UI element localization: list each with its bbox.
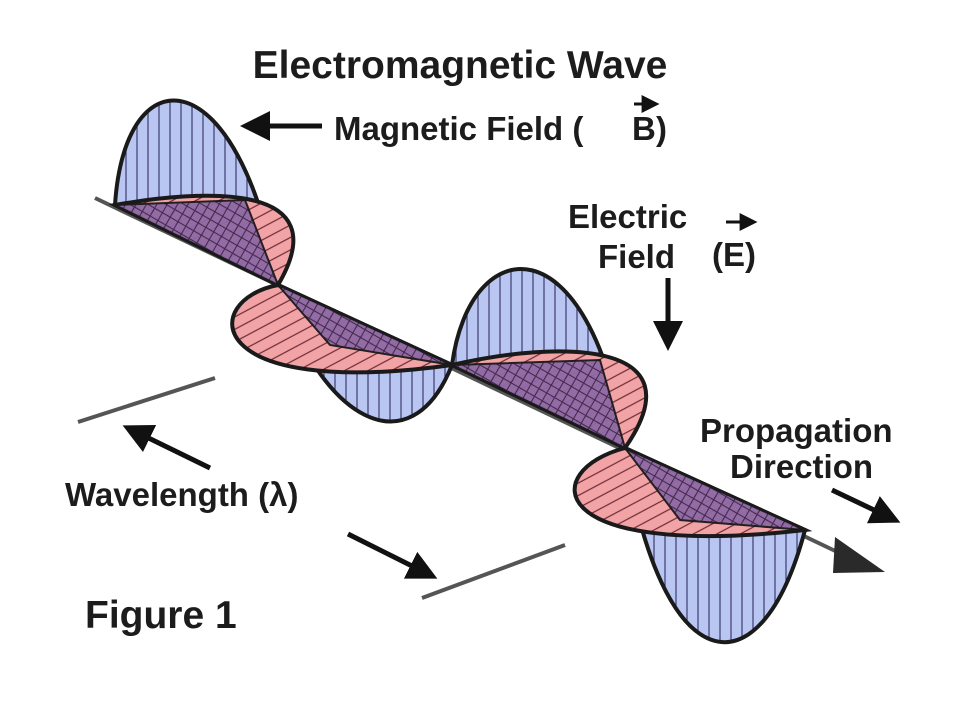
magnetic-field-close-paren: )	[656, 110, 667, 147]
diagram-title: Electromagnetic Wave	[253, 44, 668, 87]
wavelength-label: Wavelength (λ)	[65, 476, 298, 513]
arrow-up-left-icon	[122, 425, 212, 471]
propagation-arrowhead-icon	[833, 537, 885, 573]
magnetic-field-label: Magnetic Field ( B )	[334, 95, 667, 147]
electric-field-label-line1: Electric	[568, 198, 687, 235]
electric-field-symbol: (E)	[712, 236, 756, 273]
magnetic-field-label-text: Magnetic Field (	[334, 110, 583, 147]
wavelength-markers	[77, 376, 566, 600]
propagation-label-line1: Propagation	[700, 412, 893, 449]
wavelength-start-line	[77, 376, 216, 424]
propagation-label-line2: Direction	[730, 448, 873, 485]
electric-field-label-line2: Field	[598, 238, 675, 275]
magnetic-field-symbol: B	[632, 110, 656, 147]
figure-caption: Figure 1	[85, 594, 237, 637]
arrow-down-right-icon	[830, 487, 901, 524]
overlap-regions	[114, 198, 806, 531]
pointer-arrows	[122, 111, 901, 579]
propagation-label: Propagation Direction	[700, 412, 893, 485]
electric-field-label: Electric Field (E)	[568, 198, 758, 275]
wavelength-end-line	[421, 543, 566, 600]
arrow-down-right-icon	[346, 531, 438, 579]
